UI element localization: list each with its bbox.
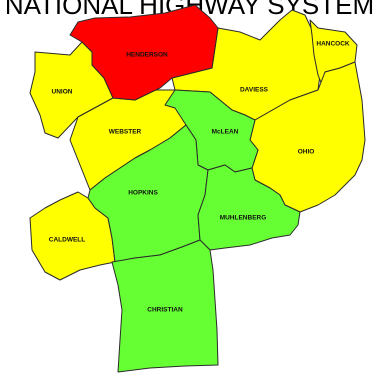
label-hancock: HANCOCK [316,41,350,48]
county-christian[interactable] [111,239,219,373]
label-christian: CHRISTIAN [147,307,183,314]
label-daviess: DAVIESS [240,87,269,94]
label-caldwell: CALDWELL [49,237,85,244]
label-union: UNION [52,89,73,96]
label-henderson: HENDERSON [126,52,168,59]
label-hopkins: HOPKINS [128,190,158,197]
label-muhlenberg: MUHLENBERG [220,215,267,222]
county-henderson[interactable] [69,4,219,101]
label-mclean: McLEAN [212,129,239,136]
label-ohio: OHIO [298,149,315,156]
label-webster: WEBSTER [109,129,142,136]
